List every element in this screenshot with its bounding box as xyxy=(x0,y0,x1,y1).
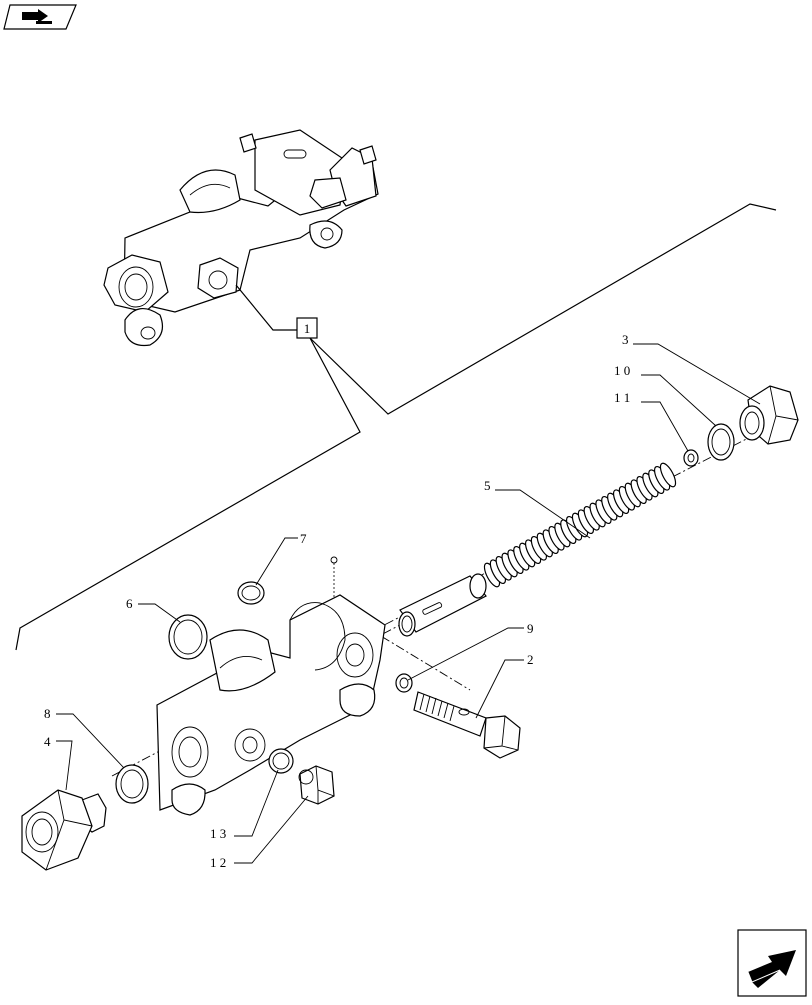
callout-5-label: 5 xyxy=(484,478,491,493)
callout-3-label: 3 xyxy=(622,332,629,347)
callout-11: 1 1 xyxy=(614,390,689,452)
assembly-axis-line xyxy=(111,603,441,777)
callout-12: 1 2 xyxy=(210,795,309,870)
valve-body-drawing xyxy=(156,594,386,816)
plug-part-12 xyxy=(298,765,335,805)
callout-12-label: 1 2 xyxy=(210,855,226,870)
callout-3: 3 xyxy=(622,332,761,405)
callout-8-label: 8 xyxy=(44,706,51,721)
callout-5: 5 xyxy=(484,478,591,539)
callout-11-label: 1 1 xyxy=(614,390,630,405)
plug-part-3 xyxy=(739,385,799,445)
callout-4: 4 xyxy=(44,734,73,791)
callout-9-label: 9 xyxy=(527,621,534,636)
assembled-valve-drawing xyxy=(103,129,379,347)
fitting-part-4 xyxy=(21,789,107,871)
callout-8: 8 xyxy=(44,706,125,769)
callout-7-label: 7 xyxy=(300,531,307,546)
callout-2: 2 xyxy=(475,652,534,719)
book-arrow-icon[interactable] xyxy=(3,4,77,30)
callout-13-label: 1 3 xyxy=(210,826,226,841)
callout-13: 1 3 xyxy=(210,769,279,841)
callout-10-label: 1 0 xyxy=(614,363,630,378)
bolt-part-2 xyxy=(413,691,521,759)
callout-6: 6 xyxy=(126,596,181,623)
oring-part-6 xyxy=(168,614,208,660)
callout-1-label: 1 xyxy=(304,321,311,336)
callout-9: 9 xyxy=(407,621,534,681)
callout-7: 7 xyxy=(255,531,307,586)
washer-part-9 xyxy=(395,673,413,693)
washer-part-13 xyxy=(268,748,294,774)
washer-part-11 xyxy=(683,449,699,467)
callout-1: 1 xyxy=(15,203,777,651)
washer-part-7 xyxy=(237,581,265,605)
callout-6-label: 6 xyxy=(126,596,133,611)
callout-4-label: 4 xyxy=(44,734,51,749)
callout-10: 1 0 xyxy=(614,363,717,427)
next-page-arrow-icon[interactable] xyxy=(737,929,807,997)
piston-sleeve xyxy=(398,573,487,637)
callout-2-label: 2 xyxy=(527,652,534,667)
spring-part-5 xyxy=(483,462,677,588)
spring-coil xyxy=(659,462,677,488)
